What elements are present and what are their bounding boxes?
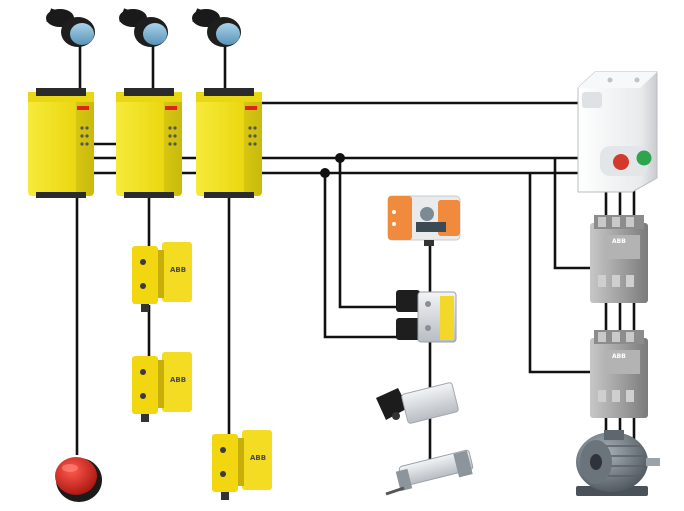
junction-dot-1 — [335, 153, 345, 163]
safety-relay-2 — [116, 88, 182, 198]
pneumatic-cylinder — [385, 449, 474, 496]
safety-sensor-3: ABB — [212, 430, 272, 500]
safety-sensor-1: ABB — [132, 242, 192, 312]
safety-sensor-2: ABB — [132, 352, 192, 422]
junction-dot-2 — [320, 168, 330, 178]
motor-starter-enclosure — [577, 71, 658, 193]
solenoid-valve-block — [396, 290, 457, 343]
sensor-brand-label: ABB — [170, 266, 186, 274]
wire-junction-valve-a — [338, 158, 402, 309]
emergency-stop-button — [55, 457, 102, 502]
solenoid-valve — [376, 382, 459, 424]
pushbutton-2 — [119, 8, 168, 47]
contactor-1: ABB — [590, 215, 648, 303]
pushbutton-3 — [192, 8, 241, 47]
safety-relay-3 — [196, 88, 262, 198]
contactor-brand-label: ABB — [612, 353, 626, 360]
sensor-brand-label: ABB — [250, 454, 266, 462]
wire-contactor1 — [553, 158, 594, 270]
pushbutton-1 — [46, 8, 95, 47]
stop-button-icon — [613, 154, 629, 170]
electric-motor — [576, 430, 660, 496]
start-button-icon — [636, 150, 652, 166]
sensor-brand-label: ABB — [170, 376, 186, 384]
contactor-2: ABB — [590, 330, 648, 418]
safety-relay-1 — [28, 88, 94, 198]
wire-contactor2 — [528, 173, 594, 374]
contactor-brand-label: ABB — [612, 238, 626, 245]
wire-junction-valve-b — [323, 173, 402, 339]
pneumatic-control-unit — [387, 195, 461, 246]
